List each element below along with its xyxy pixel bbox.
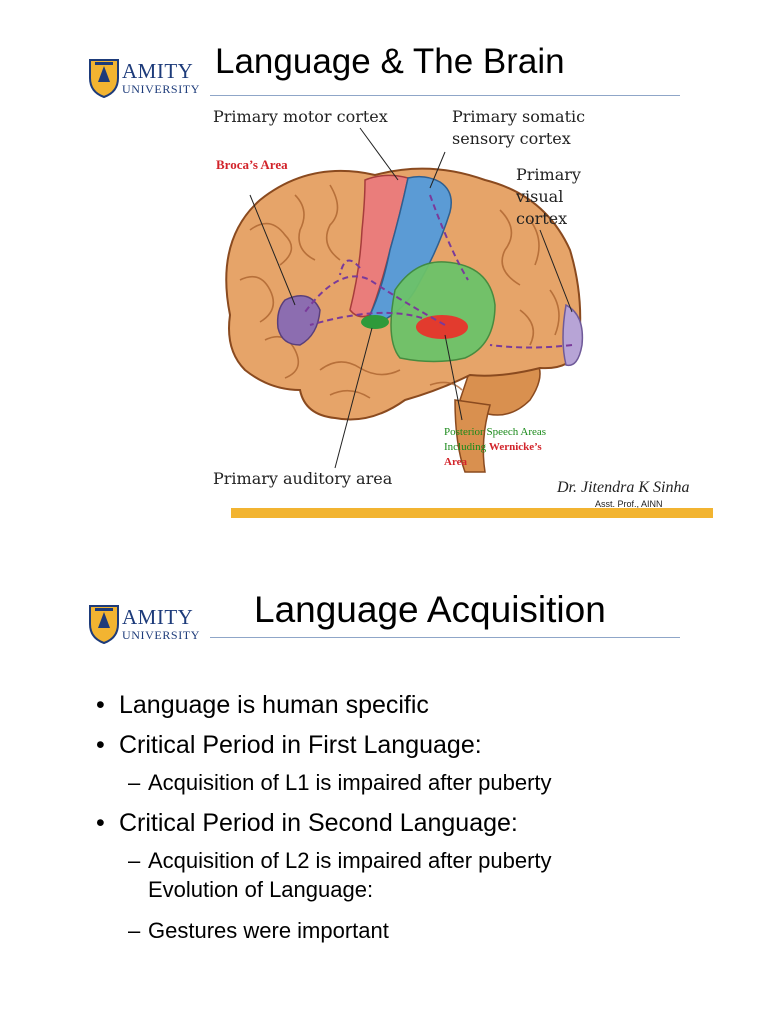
slide-language-brain: AMITY UNIVERSITY Language & The Brain xyxy=(88,42,713,518)
label-broca: Broca’s Area xyxy=(216,157,288,172)
accent-bar xyxy=(231,508,713,518)
bullet-item: Critical Period in Second Language: xyxy=(96,806,736,840)
wernicke-region xyxy=(390,261,496,363)
sub-bullet-continuation: Evolution of Language: xyxy=(148,877,374,902)
label-visual-line3: cortex xyxy=(516,209,568,228)
label-posterior-line1: Posterior Speech Areas xyxy=(444,426,547,438)
label-auditory: Primary auditory area xyxy=(213,469,393,488)
logo-name: AMITY xyxy=(122,605,194,629)
label-somatic-line1: Primary somatic xyxy=(452,107,586,126)
sub-bullet-text: Acquisition of L2 is impaired after pube… xyxy=(148,848,552,873)
title-rule-2 xyxy=(210,637,680,638)
bullet-item: Language is human specific xyxy=(96,688,736,722)
slide1-title: Language & The Brain xyxy=(215,42,565,81)
gyri-lines xyxy=(239,184,560,399)
dash-marker: – xyxy=(128,918,141,943)
bullet-item: Critical Period in First Language: xyxy=(96,728,736,762)
wernicke-core xyxy=(416,315,468,339)
label-visual-line1: Primary xyxy=(516,165,581,184)
sub-bullet-item: –Acquisition of L2 is impaired after pub… xyxy=(96,846,736,876)
label-wernicke-area: Area xyxy=(444,456,468,468)
logo-name: AMITY xyxy=(122,59,194,83)
signature-subtitle: Asst. Prof., AINN xyxy=(595,499,663,509)
sub-bullet-item: –Acquisition of L1 is impaired after pub… xyxy=(96,768,736,798)
sub-bullet-text: Gestures were important xyxy=(148,918,389,943)
broca-region xyxy=(276,295,321,346)
brainstem xyxy=(454,399,491,473)
label-somatic-sensory: Primary somatic sensory cortex xyxy=(452,106,585,150)
logo-subtitle: UNIVERSITY xyxy=(122,82,200,96)
label-visual-cortex: Primary visual cortex xyxy=(516,164,581,230)
label-visual-line2: visual xyxy=(516,187,564,206)
auditory-region xyxy=(361,315,389,329)
amity-crest-icon xyxy=(89,605,119,644)
dash-marker: – xyxy=(128,770,141,795)
brain-diagram xyxy=(225,127,584,473)
slide2-title: Language Acquisition xyxy=(254,589,606,630)
label-wernicke: Wernicke’s xyxy=(488,441,542,453)
logo-subtitle: UNIVERSITY xyxy=(122,628,200,642)
amity-logo-2: AMITY UNIVERSITY xyxy=(88,602,206,646)
label-posterior-speech: Posterior Speech Areas Including Wernick… xyxy=(444,425,546,470)
amity-logo: AMITY UNIVERSITY xyxy=(88,56,206,100)
label-posterior-line2: Including xyxy=(444,441,487,453)
signature: Dr. Jitendra K Sinha xyxy=(557,479,690,496)
title-rule xyxy=(210,95,680,96)
label-motor-cortex: Primary motor cortex xyxy=(213,107,388,126)
visual-cortex-region xyxy=(562,303,584,367)
dash-marker: – xyxy=(128,848,141,873)
sub-bullet-item: –Gestures were important xyxy=(96,916,736,946)
label-somatic-line2: sensory cortex xyxy=(452,129,571,148)
pathway-arrows xyxy=(304,194,573,349)
bullet-list: Language is human specific Critical Peri… xyxy=(96,688,736,954)
amity-crest-icon xyxy=(89,59,119,98)
leader-lines xyxy=(249,127,573,469)
sub-bullet-text: Acquisition of L1 is impaired after pube… xyxy=(148,770,552,795)
